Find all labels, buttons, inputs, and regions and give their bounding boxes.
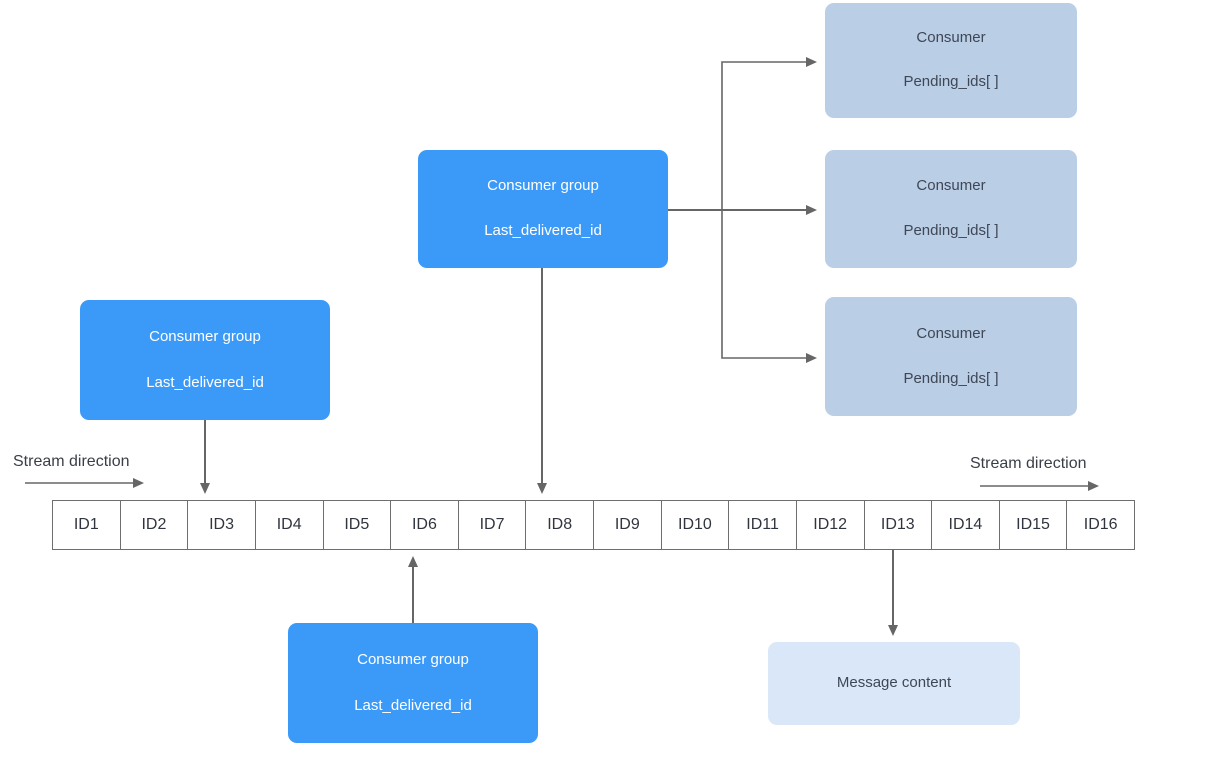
consumer-group-last-delivered-id: Last_delivered_id: [354, 696, 472, 714]
stream-cell-id1: ID1: [73, 516, 99, 533]
consumer-group-title: Consumer group: [487, 177, 599, 195]
stream-direction-label-left: Stream direction: [13, 453, 130, 470]
arrow-group-to-consumer1: [721, 57, 817, 210]
stream-cell-id6: ID6: [390, 501, 458, 549]
stream-cell-id14: ID14: [931, 501, 999, 549]
consumer-box-1: Consumer Pending_ids[ ]: [825, 3, 1077, 118]
stream-cell-id15: ID15: [998, 501, 1067, 549]
consumer-box-3: Consumer Pending_ids[ ]: [825, 297, 1077, 416]
consumer-group-box-middle: Consumer group Last_delivered_id: [418, 150, 668, 268]
message-content-label: Message content: [836, 674, 952, 692]
stream-cell-id10: ID10: [660, 501, 729, 549]
stream-cell-id3: ID3: [187, 501, 255, 549]
consumer-title: Consumer: [916, 29, 986, 47]
message-content-box: Message content: [768, 642, 1020, 725]
stream-cell-id7: ID7: [457, 501, 526, 549]
consumer-pending-ids: Pending_ids[ ]: [903, 222, 999, 240]
consumer-group-title: Consumer group: [357, 651, 469, 668]
stream-cell-id12: ID12: [795, 501, 864, 549]
consumer-group-title: Consumer group: [149, 328, 261, 345]
stream-cell-id11: ID11: [728, 501, 796, 549]
stream-cell-id5: ID5: [322, 501, 391, 549]
consumer-group-box-bottom: Consumer group Last_delivered_id: [288, 623, 538, 743]
stream-cell-id4: ID4: [254, 501, 323, 549]
consumer-group-last-delivered-id: Last_delivered_id: [484, 222, 602, 240]
consumer-title: Consumer: [916, 324, 986, 342]
arrow-group-to-consumer3: [721, 210, 817, 363]
stream-cell-id9: ID9: [593, 501, 661, 549]
consumer-pending-ids: Pending_ids[ ]: [903, 73, 999, 91]
consumer-title: Consumer: [916, 177, 986, 195]
stream-cell-id16: ID16: [1066, 501, 1134, 549]
stream-cell-id2: ID2: [119, 501, 188, 549]
consumer-pending-ids: Pending_ids[ ]: [903, 369, 999, 387]
consumer-box-2: Consumer Pending_ids[ ]: [825, 150, 1077, 268]
consumer-group-box-left: Consumer group Last_delivered_id: [80, 300, 330, 420]
stream-cell-id8: ID8: [525, 501, 593, 549]
consumer-group-last-delivered-id: Last_delivered_id: [146, 373, 264, 391]
stream-cell-id13: ID13: [863, 501, 932, 549]
stream-direction-label-right: Stream direction: [970, 455, 1087, 472]
